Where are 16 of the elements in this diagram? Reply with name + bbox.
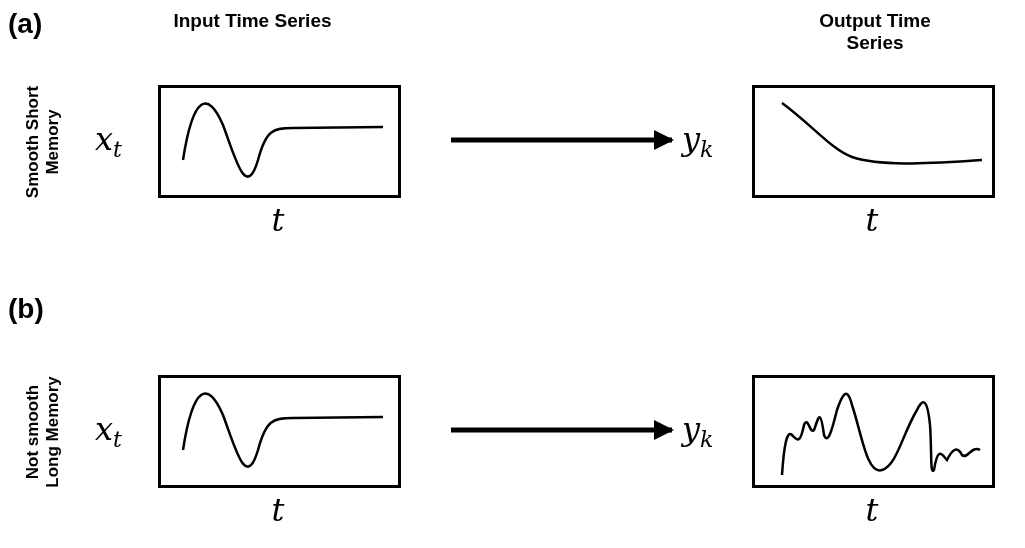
column-heading: Input Time Series [172,10,333,32]
arrow [451,130,674,150]
panel-label: (a) [8,8,43,40]
column-heading: Output Time Series [818,10,932,54]
arrow [451,420,674,440]
axis-label: x$_{t}$ [95,121,122,165]
axis-label: x$_{t}$ [95,411,122,455]
row-label: Smooth Short Memory [23,84,63,201]
axis-label: y$_{k}$ [682,121,714,165]
panel-label: (b) [8,293,44,325]
axis-label: y$_{k}$ [682,411,714,455]
axis-label: t [271,202,285,238]
axis-label: t [865,492,879,528]
axis-label: t [271,492,285,528]
row-label: Not smooth Long Memory [23,375,63,490]
axis-label: t [865,202,879,238]
